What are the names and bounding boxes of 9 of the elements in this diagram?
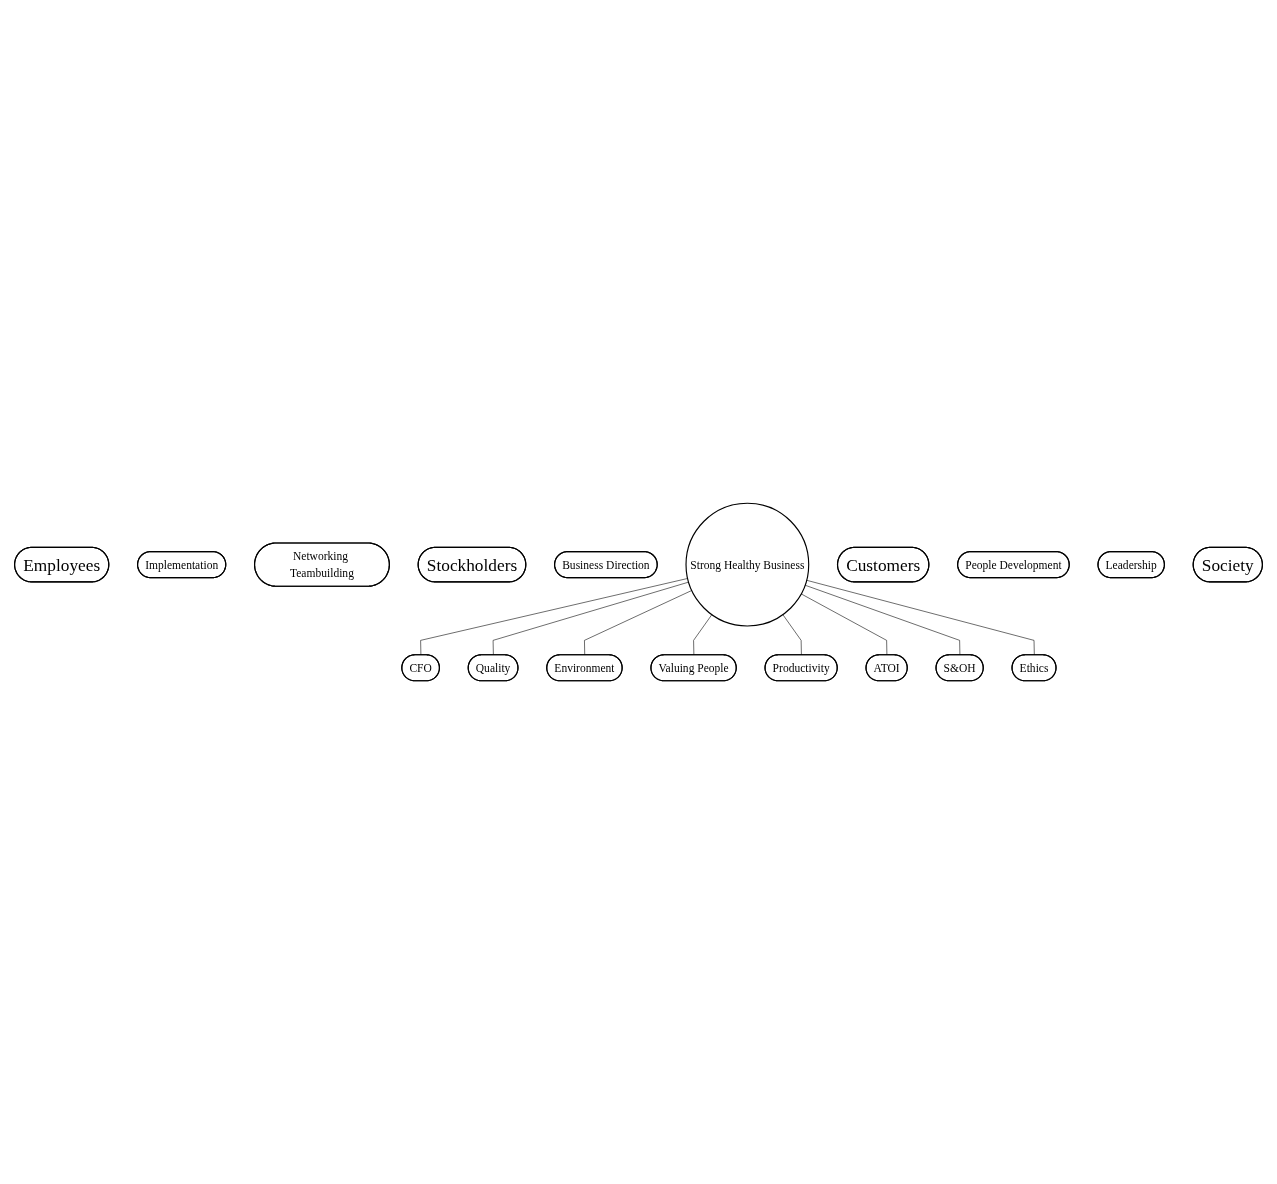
connector — [806, 580, 1035, 656]
connector — [693, 614, 713, 656]
connector — [492, 581, 689, 656]
connector — [420, 578, 688, 656]
connector — [804, 584, 961, 656]
connector — [584, 590, 693, 656]
connector — [800, 593, 888, 656]
node-circle: Strong Healthy Business — [685, 502, 810, 627]
connector — [782, 614, 802, 656]
